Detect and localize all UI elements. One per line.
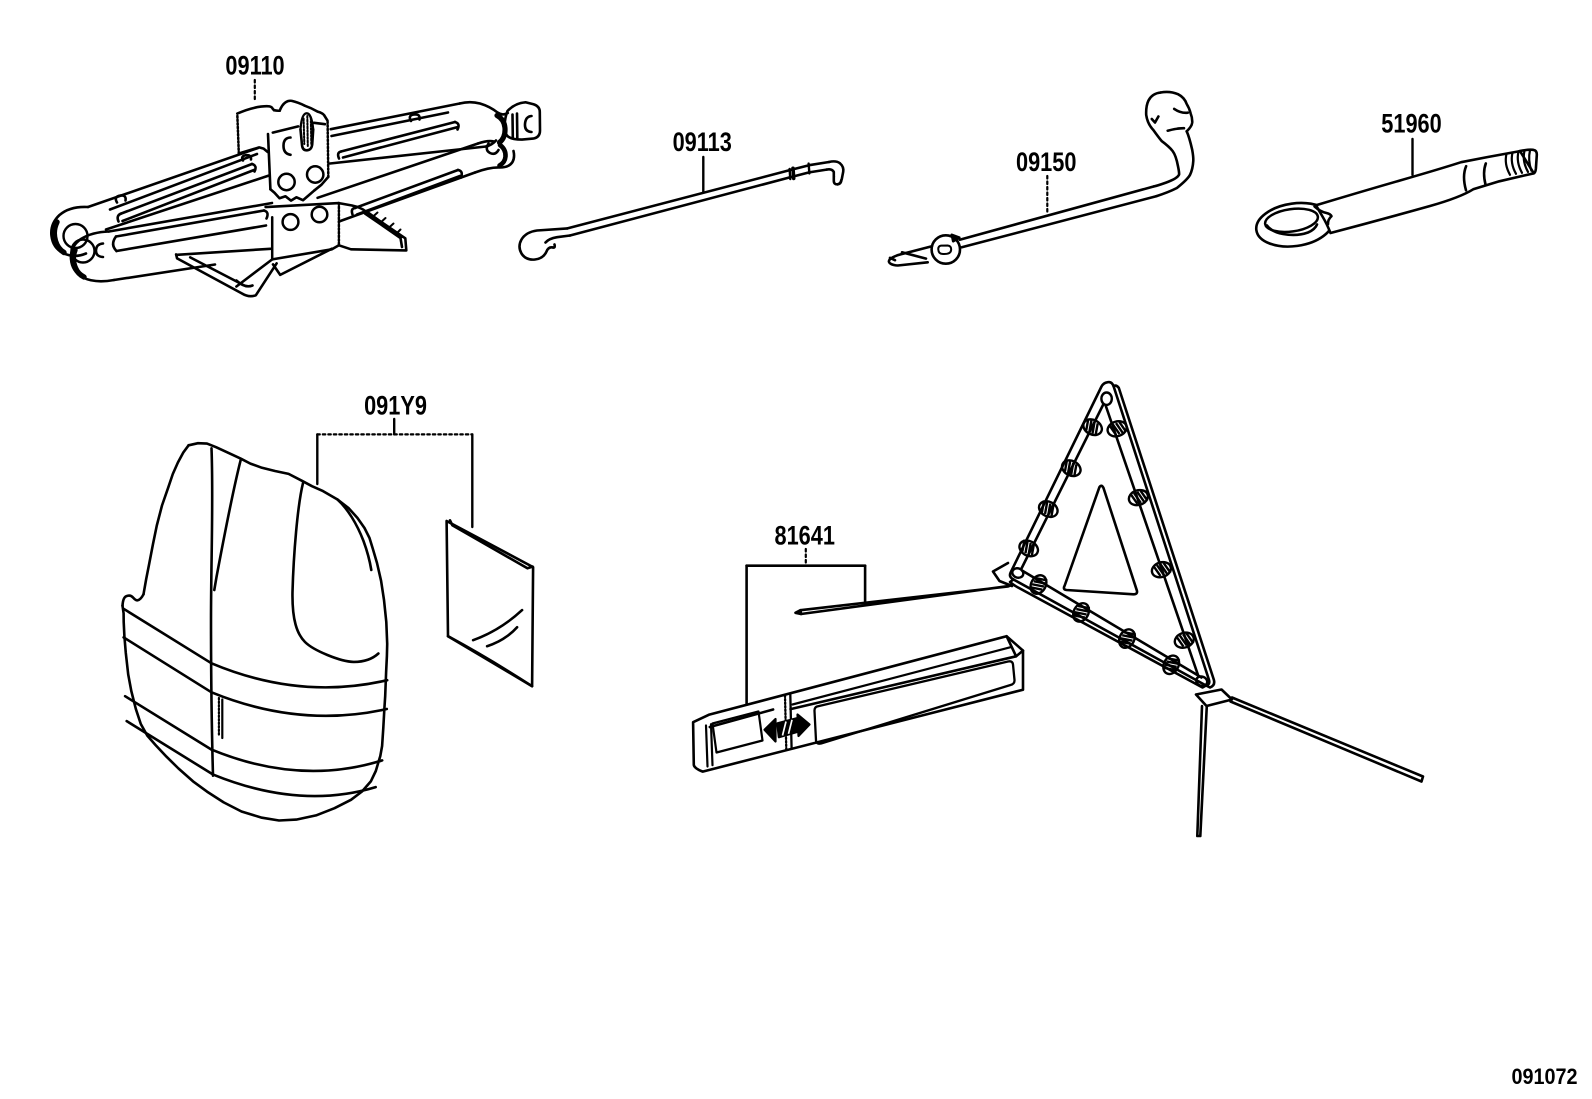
svg-text:81641: 81641 [774,522,834,552]
svg-text:51960: 51960 [1381,110,1441,140]
svg-text:09110: 09110 [225,52,284,82]
svg-text:09150: 09150 [1016,148,1076,178]
svg-text:091Y9: 091Y9 [364,392,427,422]
svg-text:091072: 091072 [1511,1065,1577,1089]
svg-text:09113: 09113 [673,128,732,158]
